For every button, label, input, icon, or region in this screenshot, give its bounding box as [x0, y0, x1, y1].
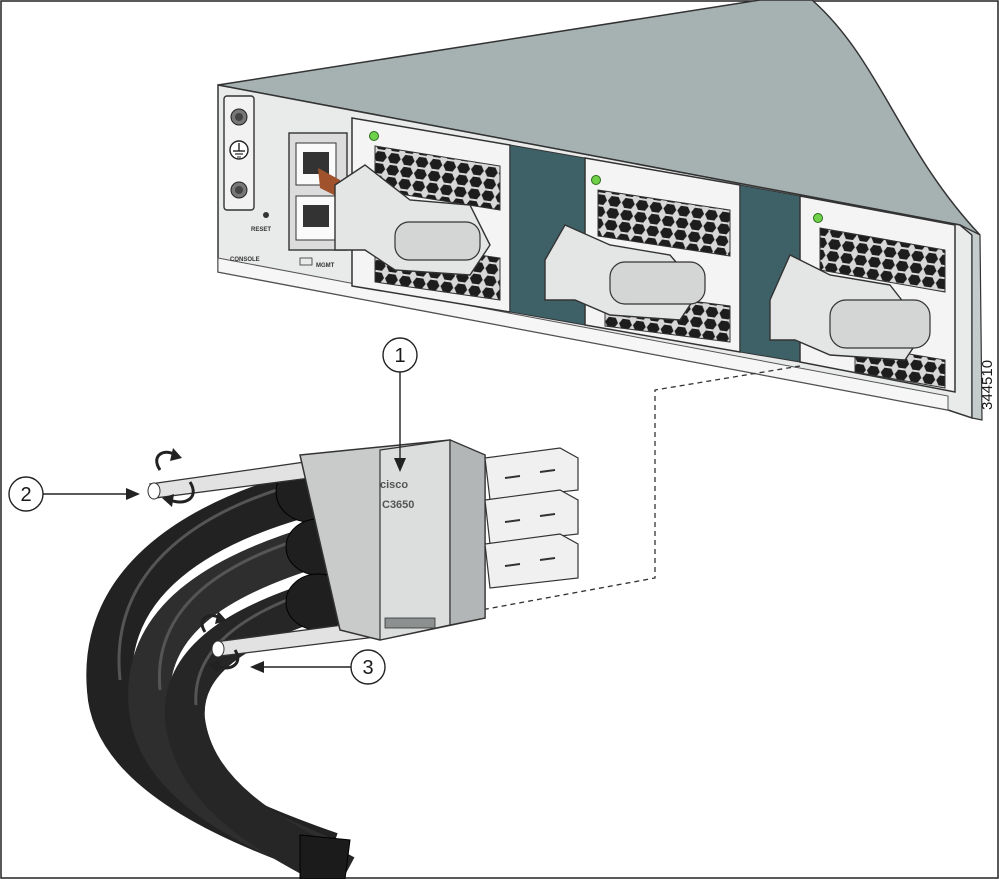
rotate-arrow-icon: [155, 448, 195, 507]
switch-chassis: RESET CONSOLE MGMT: [217, 0, 983, 421]
status-led: [813, 213, 823, 223]
ground-plate: [223, 95, 255, 211]
callout-1-number: 1: [394, 345, 405, 367]
connector-model-label: C3650: [382, 499, 414, 511]
release-latch: [609, 261, 706, 305]
chassis-bottom-lip: [217, 257, 949, 411]
status-led: [369, 131, 379, 141]
insertion-guide-line: [469, 365, 801, 613]
cisco-logo: cisco: [380, 479, 408, 491]
stack-module-3: [769, 195, 956, 393]
mgmt-label: MGMT: [316, 263, 335, 269]
reset-button: [263, 212, 269, 218]
status-led: [591, 175, 601, 185]
cable-cut-end: [299, 834, 351, 879]
screw-head-bottom: [211, 640, 225, 658]
release-latch: [829, 299, 931, 349]
connector-side: [449, 439, 486, 626]
screw-head-top: [147, 482, 161, 500]
connector-blade: [484, 489, 579, 545]
callout-1: 1: [382, 337, 418, 472]
rotate-arrow-icon: [200, 611, 240, 673]
connector-face: [379, 439, 451, 641]
vent-grille: [819, 227, 946, 293]
connector-blades: [484, 447, 579, 589]
callout-2-number: 2: [20, 484, 31, 506]
stack-module-1: [334, 117, 511, 313]
release-latch: [394, 221, 481, 261]
stack-cable-assembly: cisco C3650: [86, 439, 579, 879]
chassis-side-edge: [959, 224, 983, 421]
connector-blade: [484, 533, 579, 589]
cable-highlight: [157, 531, 321, 691]
callout-2: 2: [8, 476, 140, 512]
stack-module-2: [544, 157, 741, 353]
callout-3-number: 3: [362, 657, 373, 679]
callout-3: 3: [250, 649, 386, 685]
vent-grille: [597, 189, 731, 257]
figure-id: 344510: [979, 360, 996, 410]
connector-blade: [484, 447, 579, 501]
chassis-top-surface: [217, 0, 981, 236]
network-icon: [299, 257, 313, 266]
reset-label: RESET: [251, 227, 271, 233]
console-label: CONSOLE: [230, 257, 260, 263]
cable-strand: [164, 580, 355, 879]
pull-tab: [384, 617, 436, 629]
